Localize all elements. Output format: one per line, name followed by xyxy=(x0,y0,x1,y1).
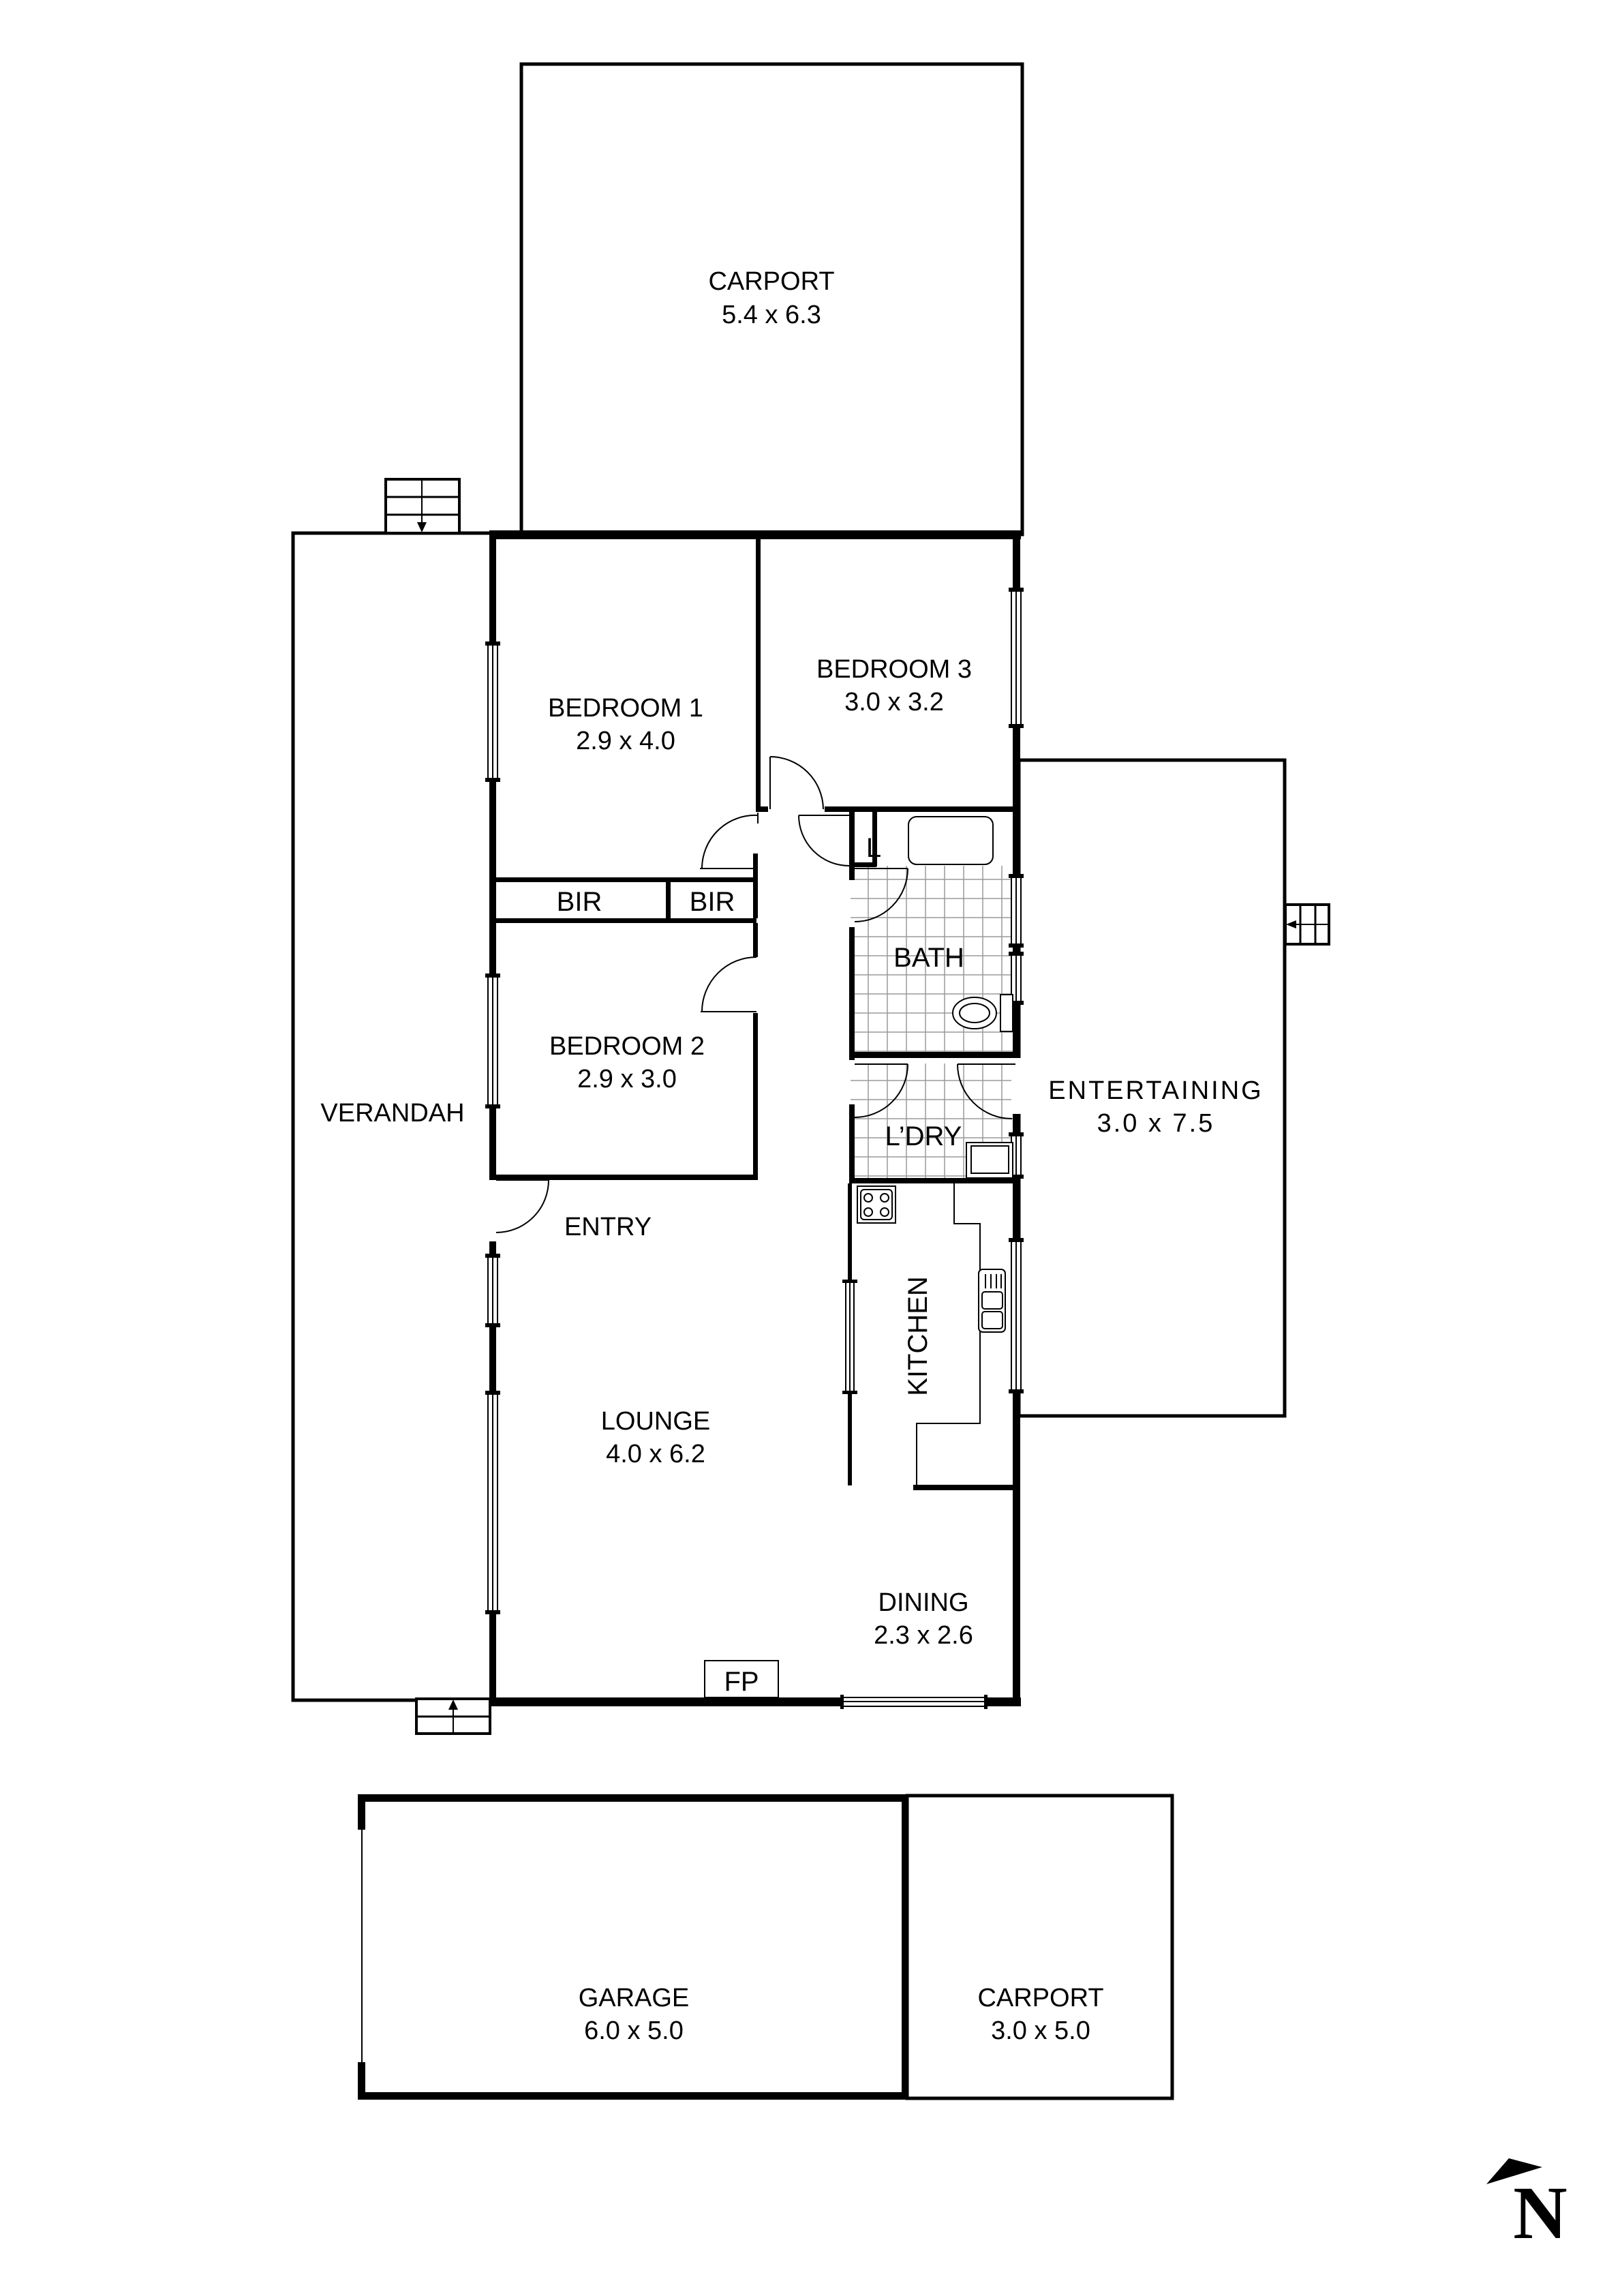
garage: GARAGE 6.0 x 5.0 xyxy=(358,1794,907,2100)
dining-name: DINING xyxy=(878,1588,969,1617)
carport-top-name: CARPORT xyxy=(708,267,834,296)
door-bedroom3 xyxy=(769,756,824,810)
stairs-top xyxy=(384,478,461,534)
bedroom1-name: BEDROOM 1 xyxy=(548,694,703,723)
carport-bottom: CARPORT 3.0 x 5.0 xyxy=(905,1794,1174,2100)
carport-top-dims: 5.4 x 6.3 xyxy=(722,301,821,329)
north-arrow-icon xyxy=(1486,2158,1542,2184)
laundry-label: L’DRY xyxy=(885,1121,962,1151)
window-bedroom2 xyxy=(485,973,500,1108)
cooktop-icon xyxy=(857,1185,896,1224)
linen-label: L xyxy=(866,833,881,863)
fixtures xyxy=(704,816,1013,1698)
lounge-dims: 4.0 x 6.2 xyxy=(606,1440,705,1468)
compass: N xyxy=(1486,2158,1567,2254)
window-bedroom3 xyxy=(1009,588,1024,728)
entertaining-dims: 3.0 x 7.5 xyxy=(1097,1109,1215,1138)
window-kitchen-east xyxy=(1009,1238,1024,1393)
garage-name: GARAGE xyxy=(579,1984,690,2012)
sink-icon xyxy=(978,1269,1006,1333)
door-linen xyxy=(798,815,850,866)
arrow-up-icon xyxy=(448,1700,458,1710)
door-bedroom1 xyxy=(700,813,760,869)
bedroom2-name: BEDROOM 2 xyxy=(549,1032,705,1061)
bedroom3-name: BEDROOM 3 xyxy=(816,655,972,684)
kitchen-label: KITCHEN xyxy=(903,1276,933,1396)
stairs-right xyxy=(1284,903,1330,946)
lounge-name: LOUNGE xyxy=(601,1407,710,1436)
garage-dims: 6.0 x 5.0 xyxy=(584,2016,684,2045)
entertaining-area: ENTERTAINING 3.0 x 7.5 xyxy=(1017,758,1287,1418)
fireplace-label: FP xyxy=(724,1667,759,1697)
door-laundry-west xyxy=(854,1063,908,1118)
arrow-down-icon xyxy=(417,522,427,532)
bir-right-label: BIR xyxy=(690,887,735,917)
windows xyxy=(485,588,1024,1709)
verandah: VERANDAH xyxy=(291,531,494,1702)
bir-doors xyxy=(501,879,750,921)
window-dining xyxy=(840,1695,988,1709)
window-bath-1 xyxy=(1009,874,1024,948)
laundry-tub-icon xyxy=(966,1142,1013,1179)
arrow-left-icon xyxy=(1286,920,1296,928)
carport-top: CARPORT 5.4 x 6.3 xyxy=(519,62,1024,537)
fireplace-icon xyxy=(704,1660,779,1698)
carport-bottom-dims: 3.0 x 5.0 xyxy=(991,2016,1090,2045)
door-entry xyxy=(488,1179,549,1241)
verandah-name: VERANDAH xyxy=(320,1099,464,1128)
north-label: N xyxy=(1513,2171,1567,2254)
toilet-icon xyxy=(952,994,1013,1032)
stairs-bottom xyxy=(415,1697,491,1735)
carport-bottom-name: CARPORT xyxy=(977,1984,1103,2012)
bedroom2-dims: 2.9 x 3.0 xyxy=(577,1065,677,1093)
entertaining-name: ENTERTAINING xyxy=(1048,1076,1263,1105)
window-lounge-1 xyxy=(485,1254,500,1327)
door-bath xyxy=(854,868,908,922)
door-laundry-east xyxy=(957,1058,1021,1119)
doors xyxy=(488,756,1021,1241)
bathtub-icon xyxy=(908,816,994,865)
door-bedroom2 xyxy=(701,956,760,1013)
window-kitchen-servery xyxy=(842,1280,857,1394)
bir-left-label: BIR xyxy=(557,887,602,917)
bedroom3-dims: 3.0 x 3.2 xyxy=(844,688,944,716)
window-lounge-2 xyxy=(485,1391,500,1614)
room-labels: BEDROOM 1 2.9 x 4.0 BEDROOM 3 3.0 x 3.2 … xyxy=(548,655,973,1697)
bath-label: BATH xyxy=(893,943,964,973)
dining-dims: 2.3 x 2.6 xyxy=(874,1621,973,1650)
entry-label: ENTRY xyxy=(564,1213,652,1241)
window-bedroom1 xyxy=(485,641,500,782)
bedroom1-dims: 2.9 x 4.0 xyxy=(576,727,675,755)
window-bath-2 xyxy=(1009,952,1024,1005)
